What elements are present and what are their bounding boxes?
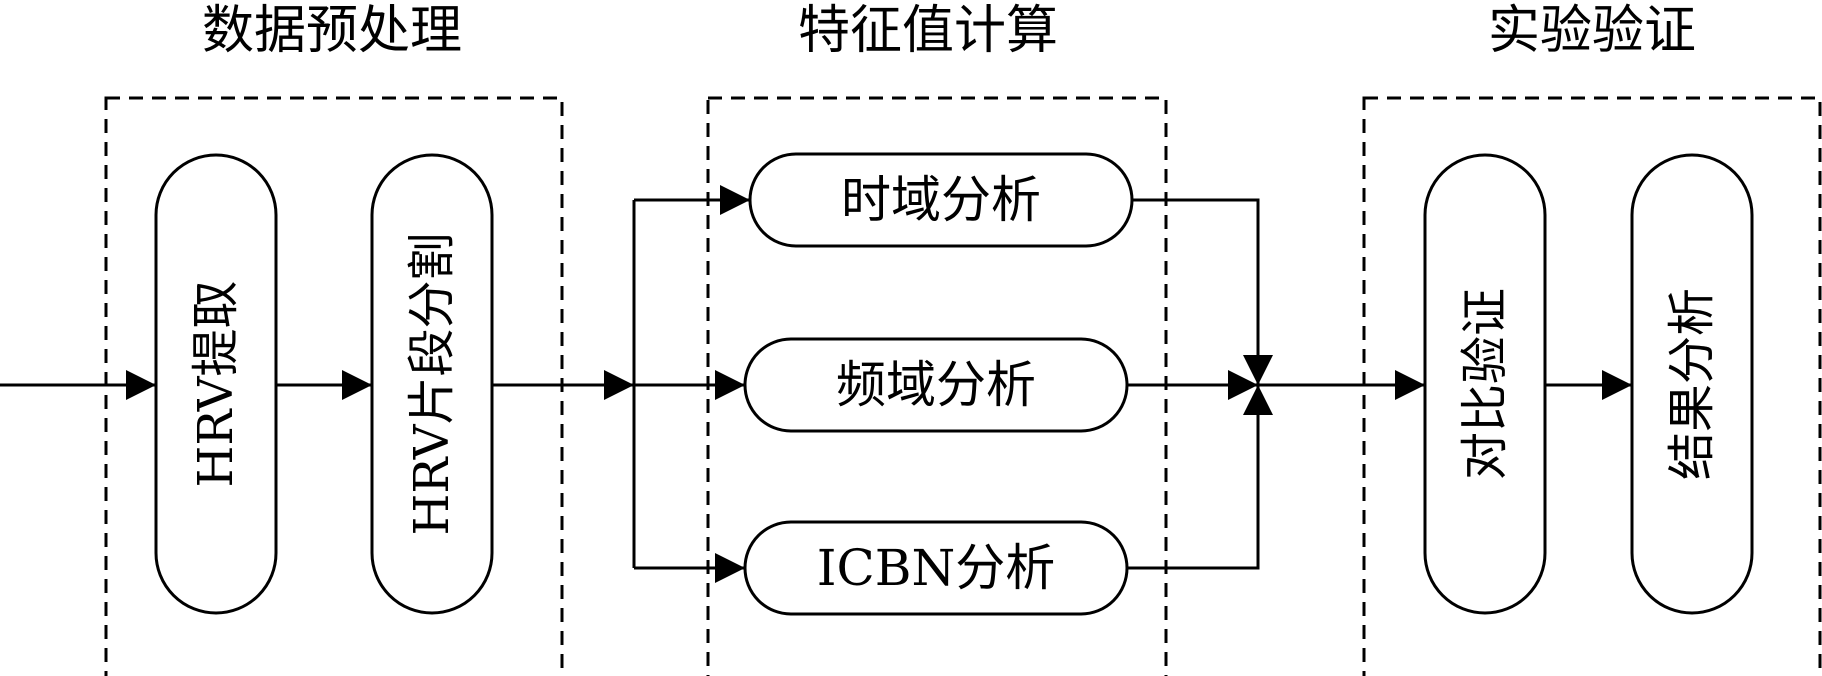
- stage-title-validation: 实验验证: [1488, 1, 1696, 61]
- node-hrv-extract-label: HRV提取: [188, 281, 244, 488]
- arrow-time-to-merge: [1132, 198, 1273, 385]
- stage-box-validation: [1362, 96, 1822, 676]
- stage-title-preprocessing: 数据预处理: [202, 1, 462, 61]
- node-hrv-segment-label: HRV片段分割: [404, 233, 460, 536]
- node-freq-domain-label: 频域分析: [836, 356, 1036, 414]
- arrow-icbn-to-merge: [1127, 385, 1273, 570]
- node-compare-label: 对比验证: [1457, 288, 1513, 480]
- stage-title-feature-computation: 特征值计算: [798, 1, 1058, 61]
- node-result-label: 结果分析: [1664, 288, 1720, 480]
- node-icbn-label: ICBN分析: [817, 539, 1056, 597]
- node-time-domain-label: 时域分析: [841, 171, 1041, 229]
- stage-box-preprocessing: [104, 96, 564, 676]
